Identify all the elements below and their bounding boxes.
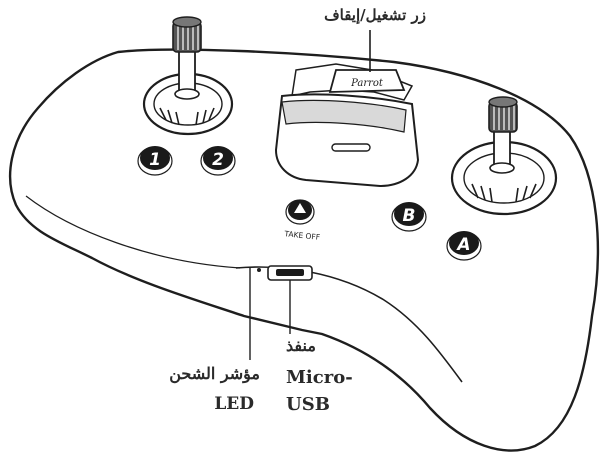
button-a-label: A (455, 235, 470, 255)
usb-port-label-line2: USB (286, 394, 330, 415)
button-b-label: B (403, 206, 416, 226)
left-joystick-grip (159, 107, 215, 126)
button-b: B (391, 202, 427, 232)
led-indicator-dot (257, 268, 261, 272)
brand-logo: Parrot (350, 78, 384, 89)
button-2: 2 (200, 146, 236, 176)
right-joystick-grip (471, 183, 537, 203)
usb-port-label-line1: Micro- (286, 367, 353, 388)
right-stick-bottom (489, 162, 515, 174)
usb-port-label-arabic: منفذ (286, 336, 316, 355)
device-cradle-inner (281, 99, 407, 133)
power-button-label: زر تشغيل/إيقاف (324, 6, 426, 24)
takeoff-label: TAKE OFF (283, 229, 320, 242)
right-stick-shaft (493, 127, 511, 169)
takeoff-arrow-icon (294, 203, 306, 213)
takeoff-button (285, 199, 315, 225)
left-stick-shaft (178, 49, 196, 95)
left-stick-top (172, 16, 202, 28)
button-a: A (446, 231, 482, 261)
left-stick-knurl (177, 24, 199, 50)
lower-rim-inner (25, 195, 241, 269)
button-2-label: 2 (212, 150, 224, 170)
usb-port-slot (276, 269, 304, 276)
button-1-label: 1 (149, 150, 161, 170)
led-indicator-label-arabic: مؤشر الشحن (169, 364, 260, 383)
right-stick-top (488, 96, 518, 108)
led-indicator-label-english: LED (214, 394, 254, 414)
cradle-slot (331, 143, 371, 152)
button-1: 1 (137, 146, 173, 176)
left-stick-bottom (174, 88, 200, 100)
power-button-shape (328, 69, 406, 93)
right-stick-knurl (493, 104, 515, 130)
